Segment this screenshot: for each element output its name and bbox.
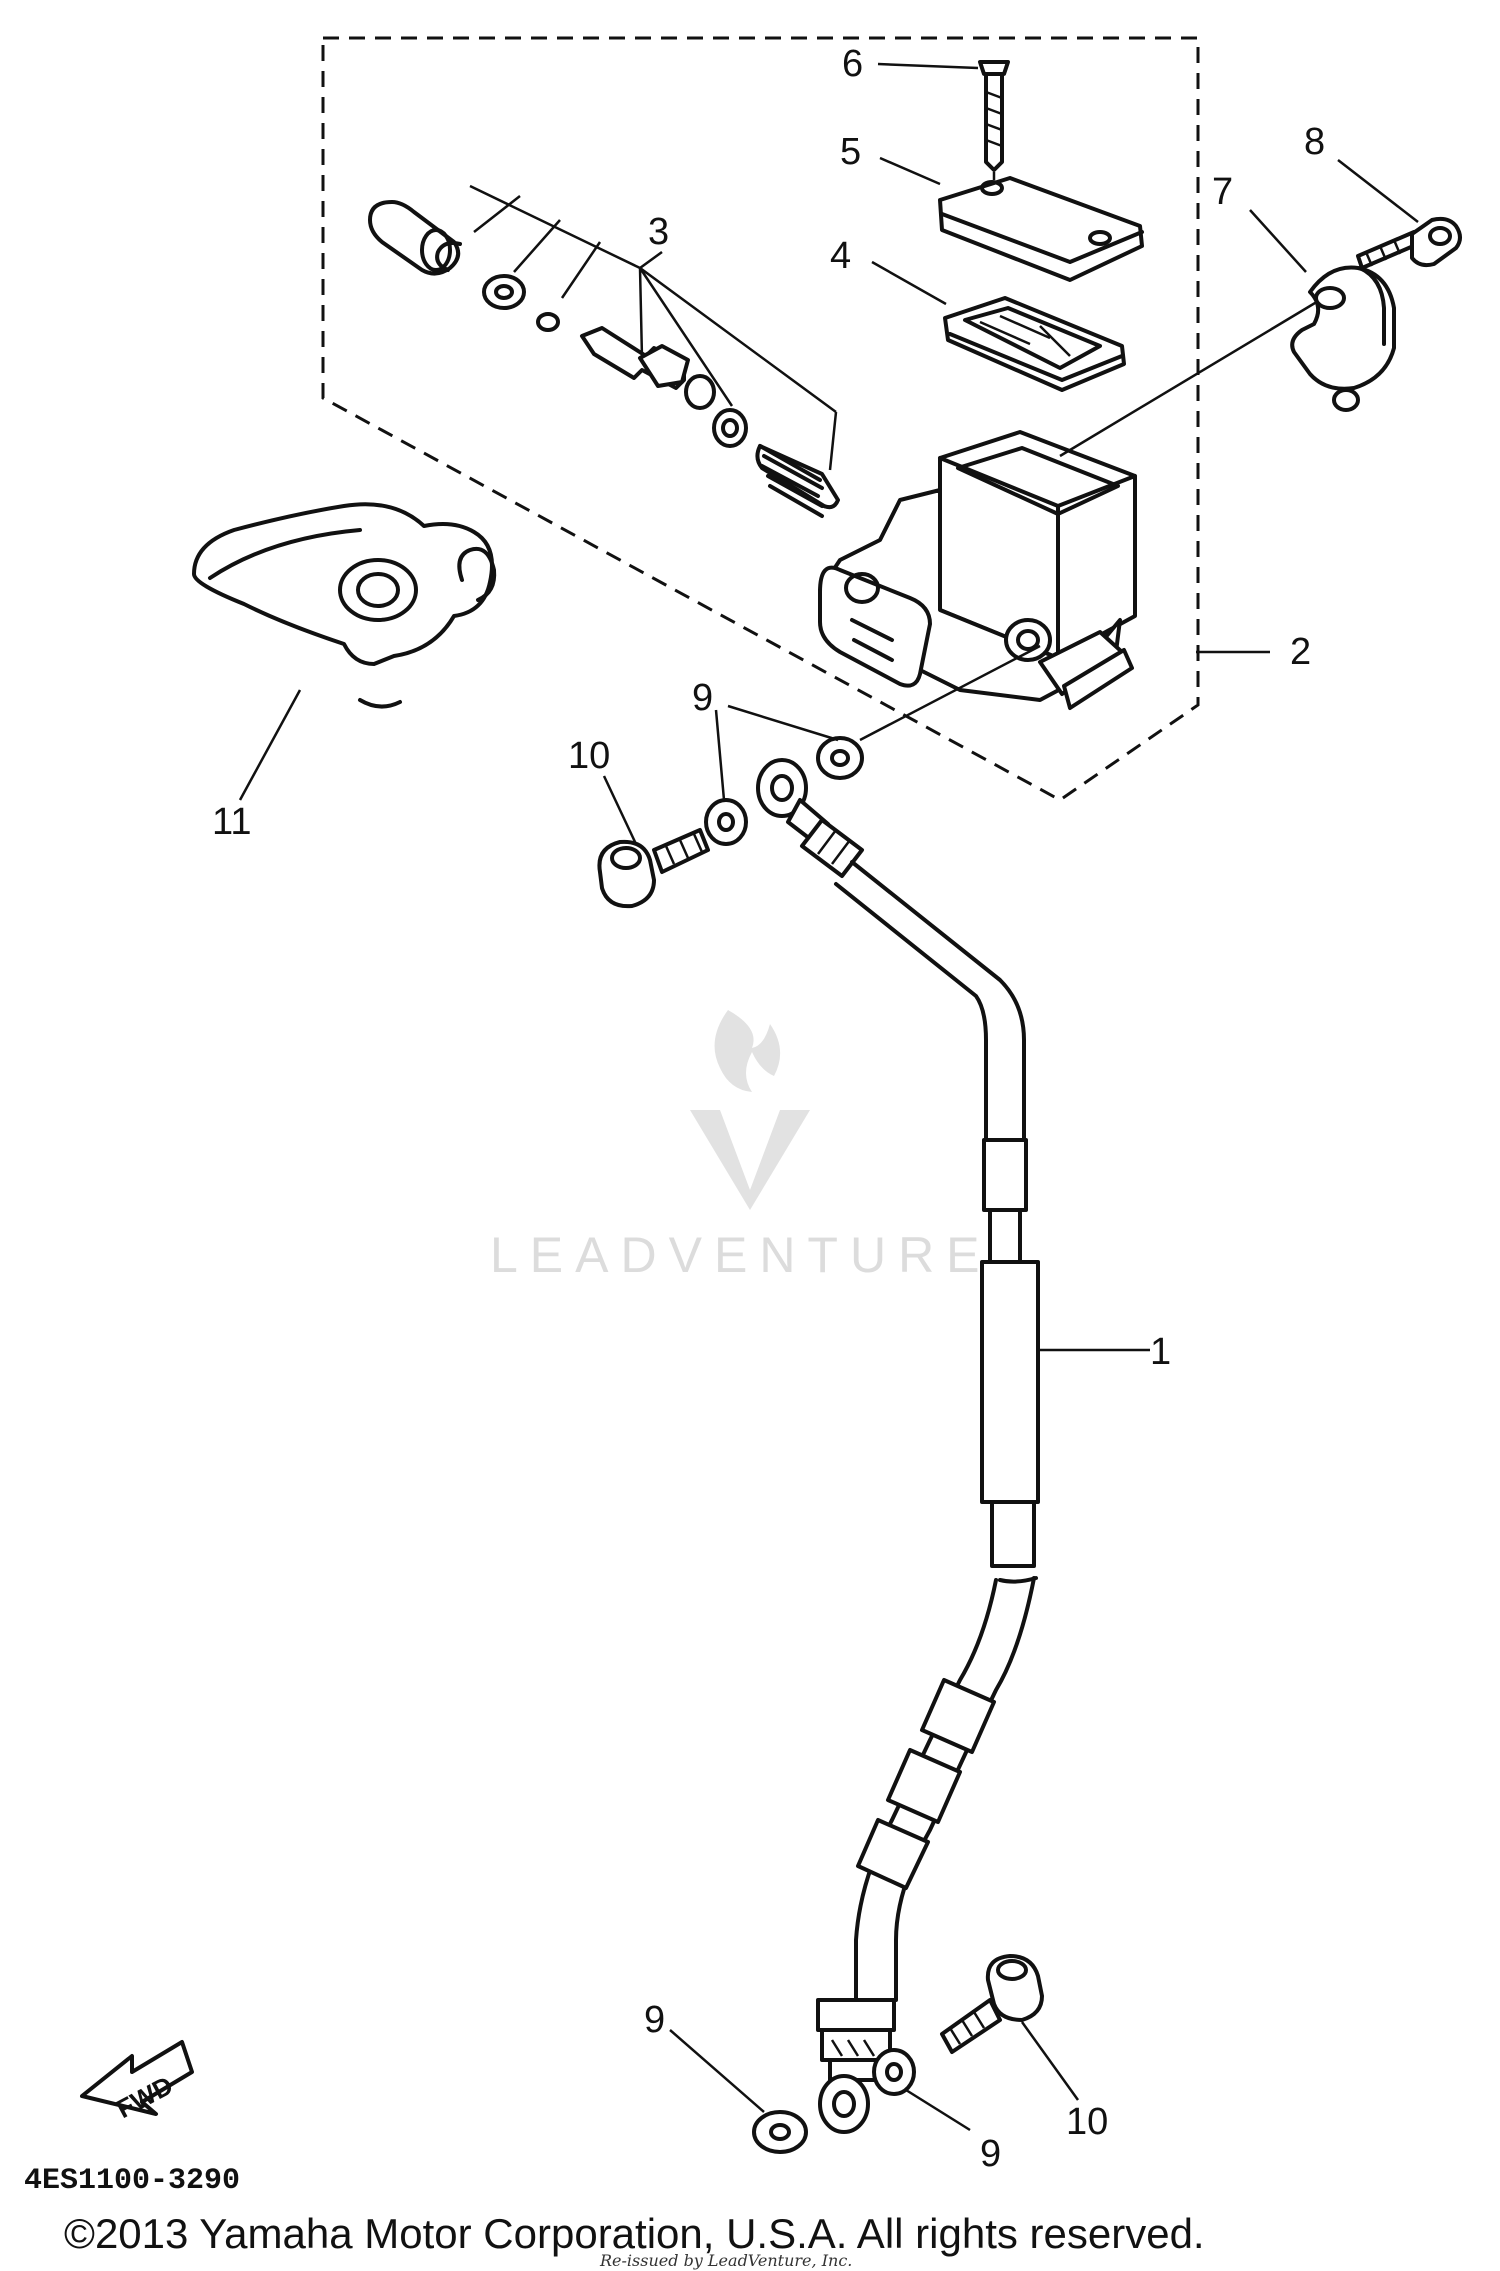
master-cylinder-part-2 — [818, 430, 1137, 710]
bolt-part-8 — [1356, 216, 1462, 270]
piston-kit-part-3 — [368, 200, 840, 518]
reprint-note: Re-issued by LeadVenture, Inc. — [599, 2251, 852, 2270]
callout-9-lower-right: 9 — [980, 2133, 1001, 2175]
callout-1: 1 — [1150, 1331, 1171, 1373]
callout-4: 4 — [830, 235, 851, 277]
callout-2: 2 — [1290, 631, 1311, 673]
callout-9-upper: 9 — [692, 677, 713, 719]
callout-9-lower-left: 9 — [644, 1999, 665, 2041]
callout-5: 5 — [840, 131, 861, 173]
union-bolt-part-10-lower — [940, 1954, 1044, 2054]
washer-part-9-upper — [816, 736, 864, 780]
diagram-code: 4ES1100-3290 — [24, 2164, 240, 2198]
copyright-notice: ©2013 Yamaha Motor Corporation, U.S.A. A… — [64, 2210, 1205, 2257]
washer-part-9-lower-right — [872, 2048, 916, 2096]
reservoir-cap-part-5 — [938, 176, 1144, 282]
brake-hose-part-1 — [756, 758, 1040, 2134]
callout-11: 11 — [212, 801, 251, 843]
lever-cover-part-11 — [192, 502, 497, 709]
union-bolt-part-10-upper — [597, 828, 710, 909]
fwd-arrow: FWD — [80, 2040, 194, 2124]
washer-part-9-middle — [704, 798, 748, 846]
diaphragm-part-4 — [943, 296, 1126, 392]
callout-3: 3 — [648, 211, 669, 253]
callout-7: 7 — [1212, 171, 1233, 213]
callout-10-upper: 10 — [568, 735, 610, 777]
watermark-text: LEADVENTURE — [490, 1227, 992, 1283]
washer-part-9-lower-left — [752, 2110, 808, 2154]
callout-10-lower: 10 — [1066, 2101, 1108, 2143]
callout-8: 8 — [1304, 121, 1325, 163]
assembly-boundary — [321, 36, 1200, 802]
holder-part-7 — [1290, 265, 1396, 412]
watermark-logo — [690, 1010, 810, 1210]
callout-6: 6 — [842, 43, 863, 85]
screw-part-6 — [978, 60, 1010, 172]
